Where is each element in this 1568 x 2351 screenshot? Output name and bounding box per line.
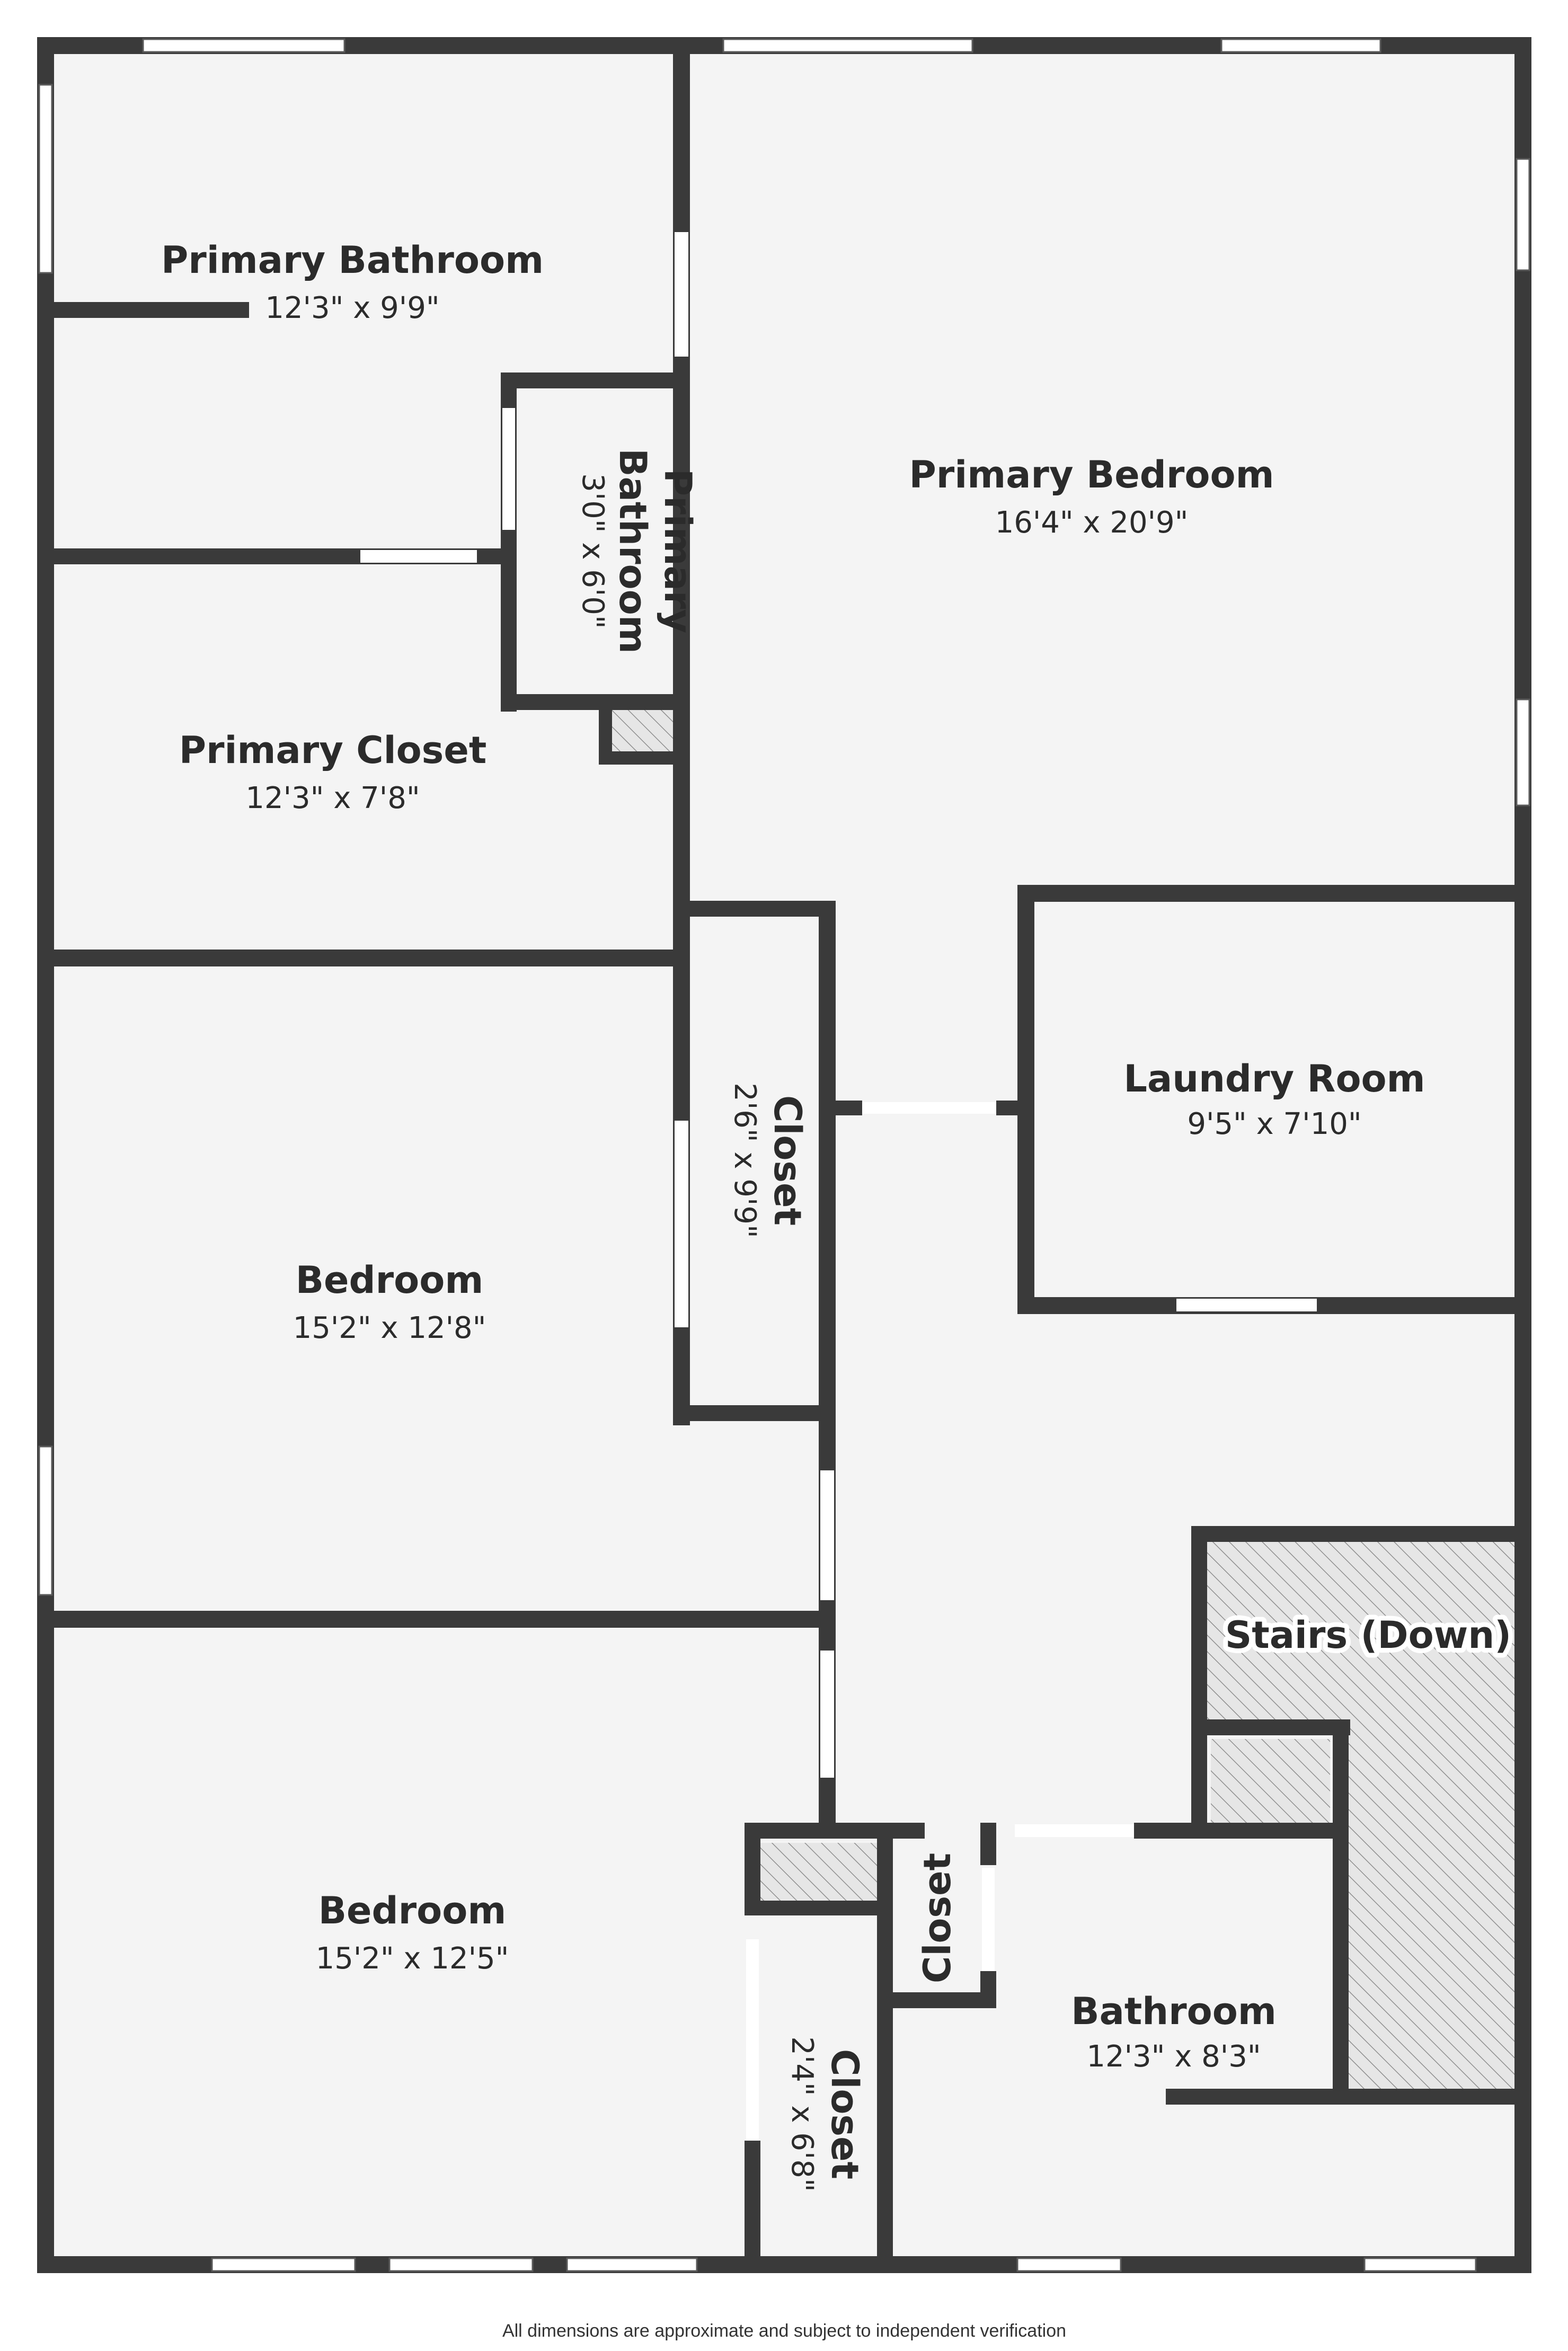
wall-shaft-frame-bottom xyxy=(599,751,678,765)
wall-laundry-left xyxy=(1017,885,1034,1314)
wall-shaft-hall-left xyxy=(745,1823,760,1915)
room-dims-primary-bathroom: 12'3" x 9'9" xyxy=(265,291,439,325)
wall-small-bath-bottom xyxy=(501,694,681,710)
stairs-area xyxy=(1199,1539,1517,1722)
room-name-bathroom: Bathroom xyxy=(1071,1990,1277,2033)
room-dims-small-bathroom: 3'0" x 6'0" xyxy=(575,473,610,629)
window xyxy=(1016,2257,1122,2272)
window xyxy=(38,1445,53,1596)
center-closet-label: Closet 2'6" x 9'9" xyxy=(728,1083,809,1238)
wall-exterior-left xyxy=(37,37,54,2273)
wall-bath-top-right xyxy=(1134,1823,1349,1839)
hatched-areas xyxy=(609,707,1517,2096)
stairs-area-lower xyxy=(1349,1722,1517,2096)
wall-small-closet-bottom xyxy=(893,1992,996,2008)
wall-primary-bath-stub xyxy=(37,302,249,318)
window xyxy=(1516,158,1530,271)
room-name-laundry-room: Laundry Room xyxy=(1123,1057,1425,1101)
room-name-center-closet: Closet xyxy=(766,1095,809,1226)
window xyxy=(211,2257,356,2272)
windows xyxy=(38,38,1530,2272)
wall-bathroom-stub xyxy=(1166,2089,1531,2105)
wall-closet-top xyxy=(673,901,836,917)
window xyxy=(1363,2257,1477,2272)
wall-closet-bottom-left-lower xyxy=(745,2141,760,2273)
footer-disclaimer: All dimensions are approximate and subje… xyxy=(502,2321,1066,2341)
door-opening xyxy=(982,1868,995,1971)
window xyxy=(142,38,346,53)
window xyxy=(38,84,53,274)
room-dims-laundry-room: 9'5" x 7'10" xyxy=(1187,1107,1361,1141)
door-opening xyxy=(1176,1299,1317,1311)
wall-exterior-right xyxy=(1514,37,1531,2273)
wall-stair-inner-right xyxy=(1333,1719,1349,2101)
room-name-stairs: Stairs (Down) xyxy=(1225,1613,1511,1657)
room-name-small-bathroom-line2: Bathroom xyxy=(611,448,654,654)
room-name-bedroom-bottom: Bedroom xyxy=(318,1889,507,1932)
room-name-primary-bedroom: Primary Bedroom xyxy=(909,453,1274,496)
openings xyxy=(360,232,1317,2141)
wall-hall-stub-left xyxy=(836,1101,862,1115)
wall-center-upper xyxy=(673,37,690,954)
wall-shaft-hall-bottom xyxy=(745,1901,893,1915)
wall-stair-shaft-top xyxy=(1191,1719,1350,1735)
wall-closet-right xyxy=(819,901,836,1431)
room-name-bedroom-middle: Bedroom xyxy=(296,1258,484,1302)
shaft-stairs xyxy=(1211,1739,1330,1826)
door-opening xyxy=(675,232,688,357)
wall-laundry-top xyxy=(1017,885,1531,902)
wall-primary-closet-bottom xyxy=(37,950,690,966)
door-opening xyxy=(862,1102,996,1114)
window xyxy=(1220,38,1381,53)
room-name-primary-closet: Primary Closet xyxy=(179,729,487,772)
small-closet-label: Closet xyxy=(916,1853,959,1983)
room-dims-bathroom: 12'3" x 8'3" xyxy=(1086,2039,1261,2074)
room-dims-primary-closet: 12'3" x 7'8" xyxy=(245,781,420,815)
shaft-primary xyxy=(609,707,676,754)
window xyxy=(722,38,973,53)
wall-stairs-left xyxy=(1191,1526,1207,1839)
room-name-primary-bathroom: Primary Bathroom xyxy=(161,238,544,282)
door-opening xyxy=(502,408,515,530)
room-name-small-bathroom-line1: Primary xyxy=(656,469,699,633)
small-bathroom-label: Primary Bathroom 3'0" x 6'0" xyxy=(575,448,699,654)
wall-hall-stub-right xyxy=(996,1101,1020,1115)
room-dims-center-closet: 2'6" x 9'9" xyxy=(728,1083,762,1238)
door-opening xyxy=(1015,1824,1134,1837)
wall-stairs-top xyxy=(1191,1526,1531,1542)
room-name-small-closet: Closet xyxy=(916,1853,959,1983)
door-opening xyxy=(360,550,477,563)
room-labels: Primary Bathroom 12'3" x 9'9" Primary Be… xyxy=(161,238,1516,2341)
room-dims-primary-bedroom: 16'4" x 20'9" xyxy=(995,505,1189,540)
wall-hall-bottom xyxy=(745,1823,925,1839)
door-opening xyxy=(675,1121,688,1327)
window xyxy=(566,2257,698,2272)
window xyxy=(1516,698,1530,806)
window xyxy=(388,2257,534,2272)
wall-small-closet-right xyxy=(980,1823,996,1865)
door-opening xyxy=(820,1651,834,1778)
walls xyxy=(37,37,1531,2273)
room-name-bottom-closet: Closet xyxy=(823,2049,866,2179)
wall-small-bath-top xyxy=(501,372,681,388)
bottom-closet-label: Closet 2'4" x 6'8" xyxy=(785,2036,866,2192)
shaft-hall xyxy=(759,1843,878,1906)
room-dims-bottom-closet: 2'4" x 6'8" xyxy=(785,2036,819,2192)
room-dims-bedroom-bottom: 15'2" x 12'5" xyxy=(316,1941,509,1976)
wall-closet-bottom xyxy=(673,1405,836,1421)
wall-bedroom-divider xyxy=(37,1611,836,1628)
room-dims-bedroom-middle: 15'2" x 12'8" xyxy=(293,1311,486,1345)
door-opening xyxy=(820,1470,834,1600)
door-opening xyxy=(746,1939,759,2141)
wall-closet-bottom-right xyxy=(877,1823,893,2273)
